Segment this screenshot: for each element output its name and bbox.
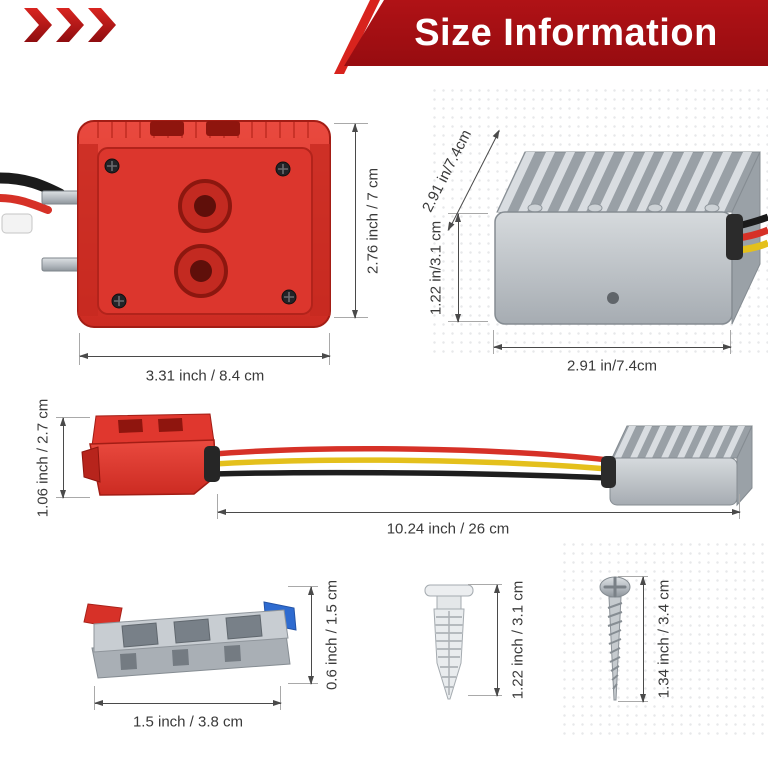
screw-height-dim-line — [640, 576, 646, 703]
adapter-terminal-holes — [174, 179, 232, 298]
converter-cable-gland — [726, 214, 743, 260]
extension-tick — [468, 695, 502, 696]
lever-wire-connector-illustration — [83, 601, 297, 679]
small-converter-cable-gland — [601, 456, 616, 488]
adapter-side-height-dim-label: 1.06 inch / 2.7 cm — [34, 398, 52, 518]
header-banner: Size Information — [344, 0, 768, 66]
anchor-height-dim-line — [494, 584, 500, 697]
adapter-side-body — [89, 439, 217, 496]
connector-width-dim-label: 1.5 inch / 3.8 cm — [132, 713, 244, 731]
extension-tick — [448, 213, 488, 214]
adapter-width-dim-line — [79, 353, 331, 359]
adapter-cable-converter-illustration — [81, 413, 753, 507]
converter-heatsink-fins — [498, 152, 752, 212]
connector-height-dim-line — [308, 586, 314, 685]
small-converter-fins — [614, 426, 745, 458]
screw-height-dim-label: 1.34 inch / 3.4 cm — [655, 579, 673, 699]
extension-tick — [730, 330, 731, 354]
page-title: Size Information — [414, 12, 718, 54]
adapter-side-latch — [81, 446, 101, 483]
converter-height-dim-label: 1.22 in/3.1 cm — [427, 220, 445, 316]
extension-tick — [79, 333, 80, 365]
converter-width-dim-line — [493, 344, 732, 350]
connector-wire-ports — [120, 645, 241, 670]
voltage-converter-illustration — [494, 151, 768, 325]
cable-length-dim-label: 10.24 inch / 26 cm — [386, 520, 510, 538]
extension-tick — [618, 576, 648, 577]
screw-illustration — [599, 576, 631, 701]
connector-width-dim-line — [94, 700, 282, 706]
converter-height-dim-line — [455, 213, 461, 323]
adapter-height-dim-line — [352, 123, 358, 319]
extension-tick — [468, 584, 502, 585]
extension-tick — [618, 701, 648, 702]
extension-tick — [94, 686, 95, 710]
extension-tick — [56, 417, 90, 418]
adapter-plug — [1, 213, 33, 234]
cable-length-dim-line — [217, 509, 741, 515]
wall-anchor-illustration — [424, 584, 474, 700]
extension-tick — [334, 317, 368, 318]
converter-width-dim-label: 2.91 in/7.4cm — [566, 357, 658, 375]
extension-tick — [56, 497, 90, 498]
adapter-cable-sleeve — [204, 446, 220, 482]
connector-height-dim-label: 0.6 inch / 1.5 cm — [323, 579, 341, 691]
small-converter-front-face — [609, 457, 738, 506]
cable-red-wire — [213, 446, 609, 463]
connector-windows — [121, 614, 263, 648]
extension-tick — [329, 333, 330, 365]
extension-tick — [448, 321, 488, 322]
adapter-height-dim-label: 2.76 inch / 7 cm — [364, 168, 382, 274]
extension-tick — [217, 494, 218, 519]
dot-pattern-background — [560, 540, 768, 740]
adapter-width-dim-label: 3.31 inch / 8.4 cm — [145, 367, 265, 385]
battery-adapter-illustration — [0, 120, 331, 328]
extension-tick — [288, 683, 318, 684]
extension-tick — [288, 586, 318, 587]
adapter-side-height-dim-line — [60, 417, 66, 499]
extension-tick — [739, 494, 740, 519]
anchor-height-dim-label: 1.22 inch / 3.1 cm — [509, 580, 527, 700]
extension-tick — [280, 686, 281, 710]
extension-tick — [334, 123, 368, 124]
cable-yellow-wire — [213, 457, 609, 472]
adapter-red-wire — [0, 194, 52, 214]
cable-black-wire — [213, 469, 609, 481]
extension-tick — [493, 330, 494, 354]
converter-front-face — [494, 211, 733, 325]
triple-chevron-icon — [24, 8, 116, 42]
